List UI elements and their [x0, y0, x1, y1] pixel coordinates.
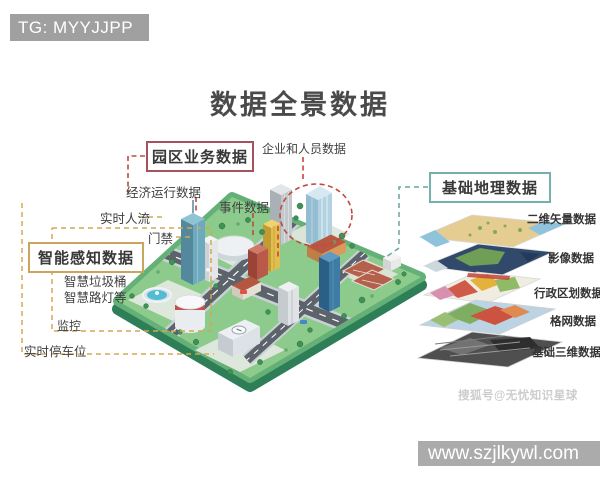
city-trees — [129, 202, 407, 375]
group-box-smart-sensing: 智能感知数据 — [28, 242, 144, 273]
item-realtime-parking: 实时停车位 — [24, 345, 87, 359]
group-label-park-business: 园区业务数据 — [151, 149, 248, 166]
group-label-smart-sensing: 智能感知数据 — [37, 250, 134, 267]
telegram-banner-text: TG: MYYJJPP — [18, 17, 134, 37]
highlight-circle — [279, 183, 353, 247]
tennis-courts — [341, 259, 396, 291]
item-enterprise-personnel-data: 企业和人员数据 — [262, 142, 347, 156]
website-banner-text: www.szjlkywl.com — [428, 442, 579, 464]
item-2d-vector-data: 二维矢量数据 — [527, 214, 596, 226]
item-access-control: 门禁 — [148, 232, 174, 246]
telegram-banner: TG: MYYJJPP — [10, 14, 149, 41]
item-base-3d-data: 基础三维数据 — [532, 347, 600, 359]
connector-lines-red — [127, 155, 353, 260]
item-event-data: 事件数据 — [219, 201, 270, 215]
watermark-text: 搜狐号@无忧知识星球 — [458, 390, 578, 402]
item-smart-trash-bin: 智慧垃圾桶 — [64, 275, 127, 289]
map-layer-vector — [418, 214, 567, 248]
item-economic-operation-data: 经济运行数据 — [126, 186, 202, 200]
group-box-park-business: 园区业务数据 — [146, 141, 254, 172]
map-layer-grid — [418, 299, 557, 335]
item-admin-division-data: 行政区划数据 — [534, 288, 600, 300]
map-layer-admin — [422, 271, 542, 304]
map-layer-imagery — [422, 243, 555, 277]
item-realtime-crowd-flow: 实时人流 — [100, 212, 151, 226]
connector-lines-tan — [21, 203, 214, 355]
group-box-base-geographic: 基础地理数据 — [429, 172, 551, 203]
item-surveillance: 监控 — [57, 319, 82, 333]
page-title: 数据全景数据 — [210, 90, 390, 120]
group-label-base-geographic: 基础地理数据 — [441, 180, 538, 197]
item-imagery-data: 影像数据 — [548, 253, 594, 265]
item-grid-data: 格网数据 — [550, 316, 596, 328]
map-layer-3d — [416, 331, 564, 368]
item-smart-street-lamp: 智慧路灯等 — [64, 291, 127, 305]
website-banner: www.szjlkywl.com — [418, 441, 600, 466]
connector-lines-teal — [385, 186, 428, 258]
